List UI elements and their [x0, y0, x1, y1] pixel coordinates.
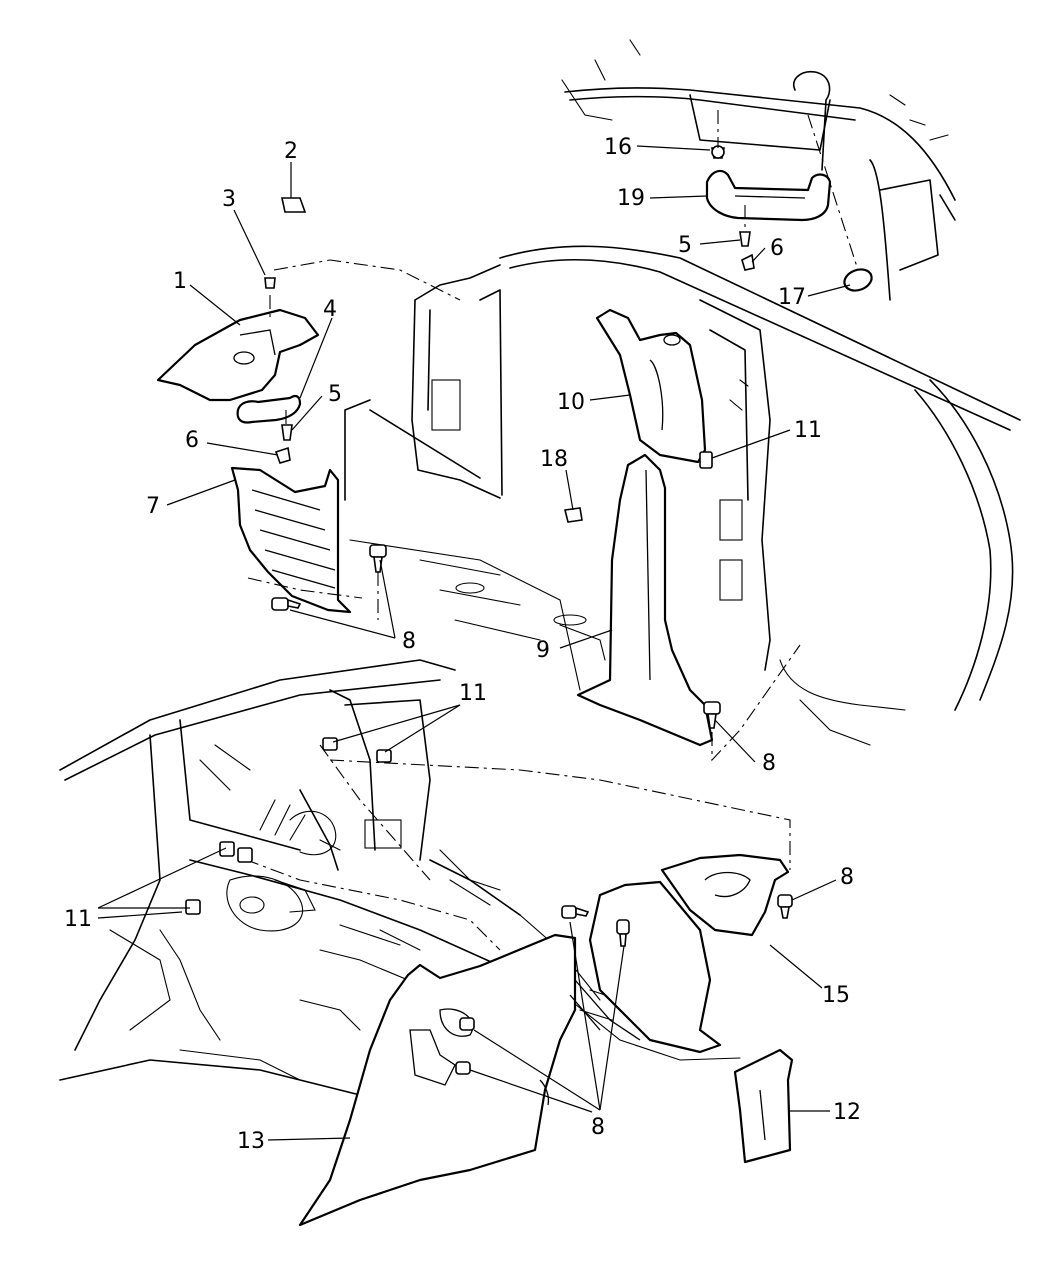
callout-11-cargo-upper: 11 — [459, 681, 487, 706]
screw-5-left — [281, 424, 293, 441]
a-pillar-upper-trim-1 — [156, 308, 320, 402]
roof-inset-body-outline — [561, 39, 956, 301]
callout-13: 13 — [237, 1129, 265, 1154]
callout-5-left: 5 — [328, 382, 342, 407]
clip-2 — [281, 197, 307, 213]
callout-10: 10 — [557, 390, 585, 415]
callout-9: 9 — [536, 638, 550, 663]
callout-8-bpillar: 8 — [762, 751, 776, 776]
callout-3: 3 — [222, 187, 236, 212]
d-pillar-trim-12 — [733, 1048, 794, 1164]
body-side-outline — [344, 245, 1021, 746]
cover-cap-17 — [843, 268, 873, 292]
callout-8-quarter-lower: 8 — [591, 1115, 605, 1140]
callout-6-left: 6 — [185, 428, 199, 453]
callout-5-upper: 5 — [678, 233, 692, 258]
screw-5-upper — [739, 231, 751, 247]
callout-2: 2 — [284, 139, 298, 164]
b-pillar-lower-trim-9 — [576, 451, 714, 747]
b-pillar-upper-trim-10 — [595, 308, 707, 464]
assist-handle-4 — [236, 394, 302, 424]
push-pins-8-lower — [455, 894, 793, 1075]
callout-1: 1 — [173, 269, 187, 294]
callout-16: 16 — [604, 135, 632, 160]
callout-12: 12 — [833, 1100, 861, 1125]
callout-6-upper: 6 — [770, 236, 784, 261]
push-pin-18 — [564, 507, 583, 523]
cap-6-upper — [741, 253, 755, 271]
cargo-body-outline — [59, 659, 741, 1111]
callout-17: 17 — [778, 285, 806, 310]
callout-11-cargo-left: 11 — [64, 907, 92, 932]
grab-handle-19 — [705, 169, 832, 222]
cap-6-left — [274, 446, 291, 464]
quarter-trim-upper-15 — [660, 853, 790, 937]
kick-panel-trim-7 — [230, 466, 352, 614]
quarter-trim-panel-13 — [298, 933, 577, 1227]
callout-8-kick: 8 — [402, 629, 416, 654]
clip-3 — [264, 277, 276, 289]
callout-18: 18 — [540, 447, 568, 472]
callout-4: 4 — [323, 297, 337, 322]
callout-19: 19 — [617, 186, 645, 211]
callout-11-bpillar: 11 — [794, 418, 822, 443]
callout-8-quarter-upper: 8 — [840, 865, 854, 890]
callout-7: 7 — [146, 494, 160, 519]
leader-lines — [97, 145, 851, 1141]
callout-15: 15 — [822, 983, 850, 1008]
push-pin-8-bpillar — [703, 701, 721, 729]
retainer-clips-11 — [185, 737, 392, 915]
